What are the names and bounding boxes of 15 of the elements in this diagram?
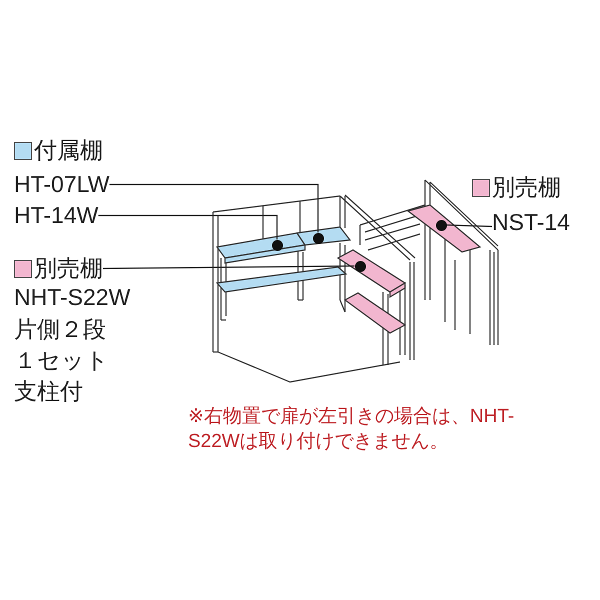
- spec-label: NHT-S22W: [14, 284, 130, 311]
- note-text: ※右物置で扉が左引きの場合は、NHT-S22Wは取り付けできません。: [188, 405, 516, 454]
- leader-line: [109, 184, 319, 232]
- leader-line: [103, 265, 354, 270]
- model-label: NST-14: [492, 209, 570, 236]
- spec-label: 支柱付: [14, 378, 83, 405]
- legend-label: 付属棚: [34, 137, 103, 163]
- legend-label: 別売棚: [492, 174, 561, 200]
- spec-label: 片側２段: [14, 316, 106, 343]
- leader-line: [98, 214, 278, 240]
- model-label: HT-07LW: [14, 171, 110, 198]
- spec-label: １セット: [14, 347, 109, 374]
- shelf-label: 別売棚: [34, 255, 103, 281]
- leader-line: [446, 224, 492, 228]
- model-label: HT-14W: [14, 202, 98, 229]
